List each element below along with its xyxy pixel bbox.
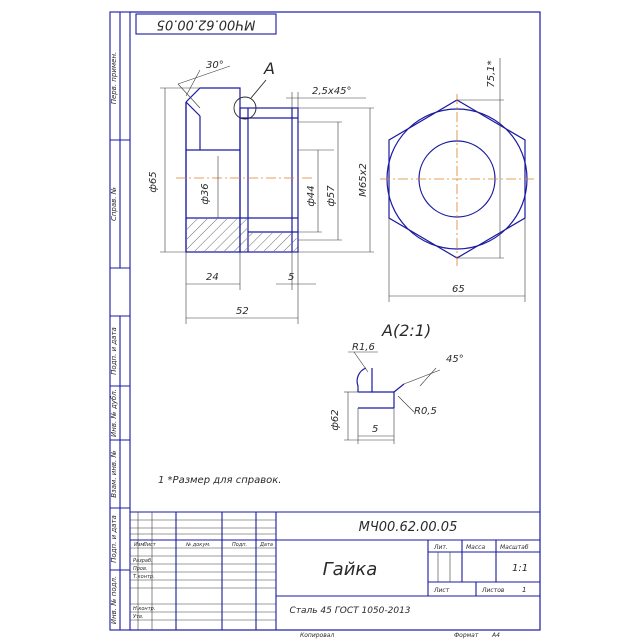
dim-w65: 65 (452, 284, 465, 295)
tb-massa: Масса (466, 544, 485, 551)
nut-end-view (380, 58, 536, 302)
tb-listov-val: 1 (522, 586, 526, 594)
label-perv-primen: Перв. примен. (110, 52, 118, 105)
dim-d36: ф36 (200, 183, 211, 204)
tb-material: Сталь 45 ГОСТ 1050-2013 (289, 606, 410, 616)
label-podp-data-1: Подп. и дата (110, 327, 118, 375)
left-side-strip (110, 12, 130, 630)
tb-r-prov: Пров. (133, 566, 148, 572)
dim-m65: М65х2 (358, 163, 369, 197)
tb-format-val: A4 (491, 632, 500, 639)
label-inv-podl: Инв. № подл. (110, 576, 118, 624)
tb-h-docno: № докум. (185, 542, 211, 548)
inner-frame (129, 11, 541, 631)
tb-lit: Лит. (433, 544, 448, 551)
note-text: 1 *Размер для справок. (158, 475, 281, 486)
detail-r16: R1,6 (352, 342, 375, 353)
tb-list: Лист (433, 587, 450, 594)
detail-r05: R0,5 (414, 406, 437, 417)
title-block (130, 511, 540, 630)
dim-s751: 75,1* (486, 60, 497, 87)
top-stamp-text: МЧ00.62.00.05 (157, 17, 256, 32)
dim-l24: 24 (206, 272, 219, 283)
top-stamp-box (135, 13, 277, 35)
detail-title: A(2:1) (381, 321, 431, 340)
tb-h-data: Дата (259, 542, 273, 548)
tb-masshtab: Масштаб (500, 544, 529, 551)
detail-d62: ф62 (330, 409, 341, 430)
tb-r-razrab: Разраб. (133, 558, 153, 564)
label-podp-data-2: Подп. и дата (110, 515, 118, 563)
dim-l52: 52 (236, 306, 249, 317)
dim-d57: ф57 (326, 185, 337, 207)
tb-r-tkontr: Т.контр. (133, 574, 155, 580)
tb-scale-val: 1:1 (512, 563, 528, 574)
tb-r-utv: Утв. (133, 614, 144, 620)
view-a-label: A (263, 59, 275, 78)
dim-angle30: 30° (206, 60, 224, 71)
dim-l5: 5 (288, 272, 294, 283)
tb-copied: Копировал (300, 632, 334, 639)
dim-d65: ф65 (148, 171, 159, 192)
tb-r-nkontr: Н.контр. (133, 606, 155, 612)
outer-frame (109, 11, 541, 631)
detail-l5: 5 (372, 424, 378, 435)
tb-format: Формат (454, 632, 479, 639)
label-sprav-no: Справ. № (110, 187, 118, 221)
dim-d44: ф44 (306, 185, 317, 206)
dimension-lines-left (160, 65, 374, 324)
tb-name: Гайка (323, 559, 378, 580)
tb-h-list: Лист (142, 542, 157, 548)
tb-designation: МЧ00.62.00.05 (359, 520, 458, 535)
detail-a-view (344, 351, 441, 444)
tb-h-izm: Изм. (134, 542, 146, 548)
nut-section-view (176, 79, 312, 253)
detail-a45: 45° (446, 354, 464, 365)
dim-chamfer: 2,5х45° (312, 86, 352, 97)
label-vzam-inv: Взам. инв. № (110, 450, 118, 498)
tb-h-podp: Подп. (232, 542, 247, 548)
label-inv-dubl: Инв. № дубл. (110, 389, 118, 437)
tb-listov: Листов (481, 587, 505, 594)
